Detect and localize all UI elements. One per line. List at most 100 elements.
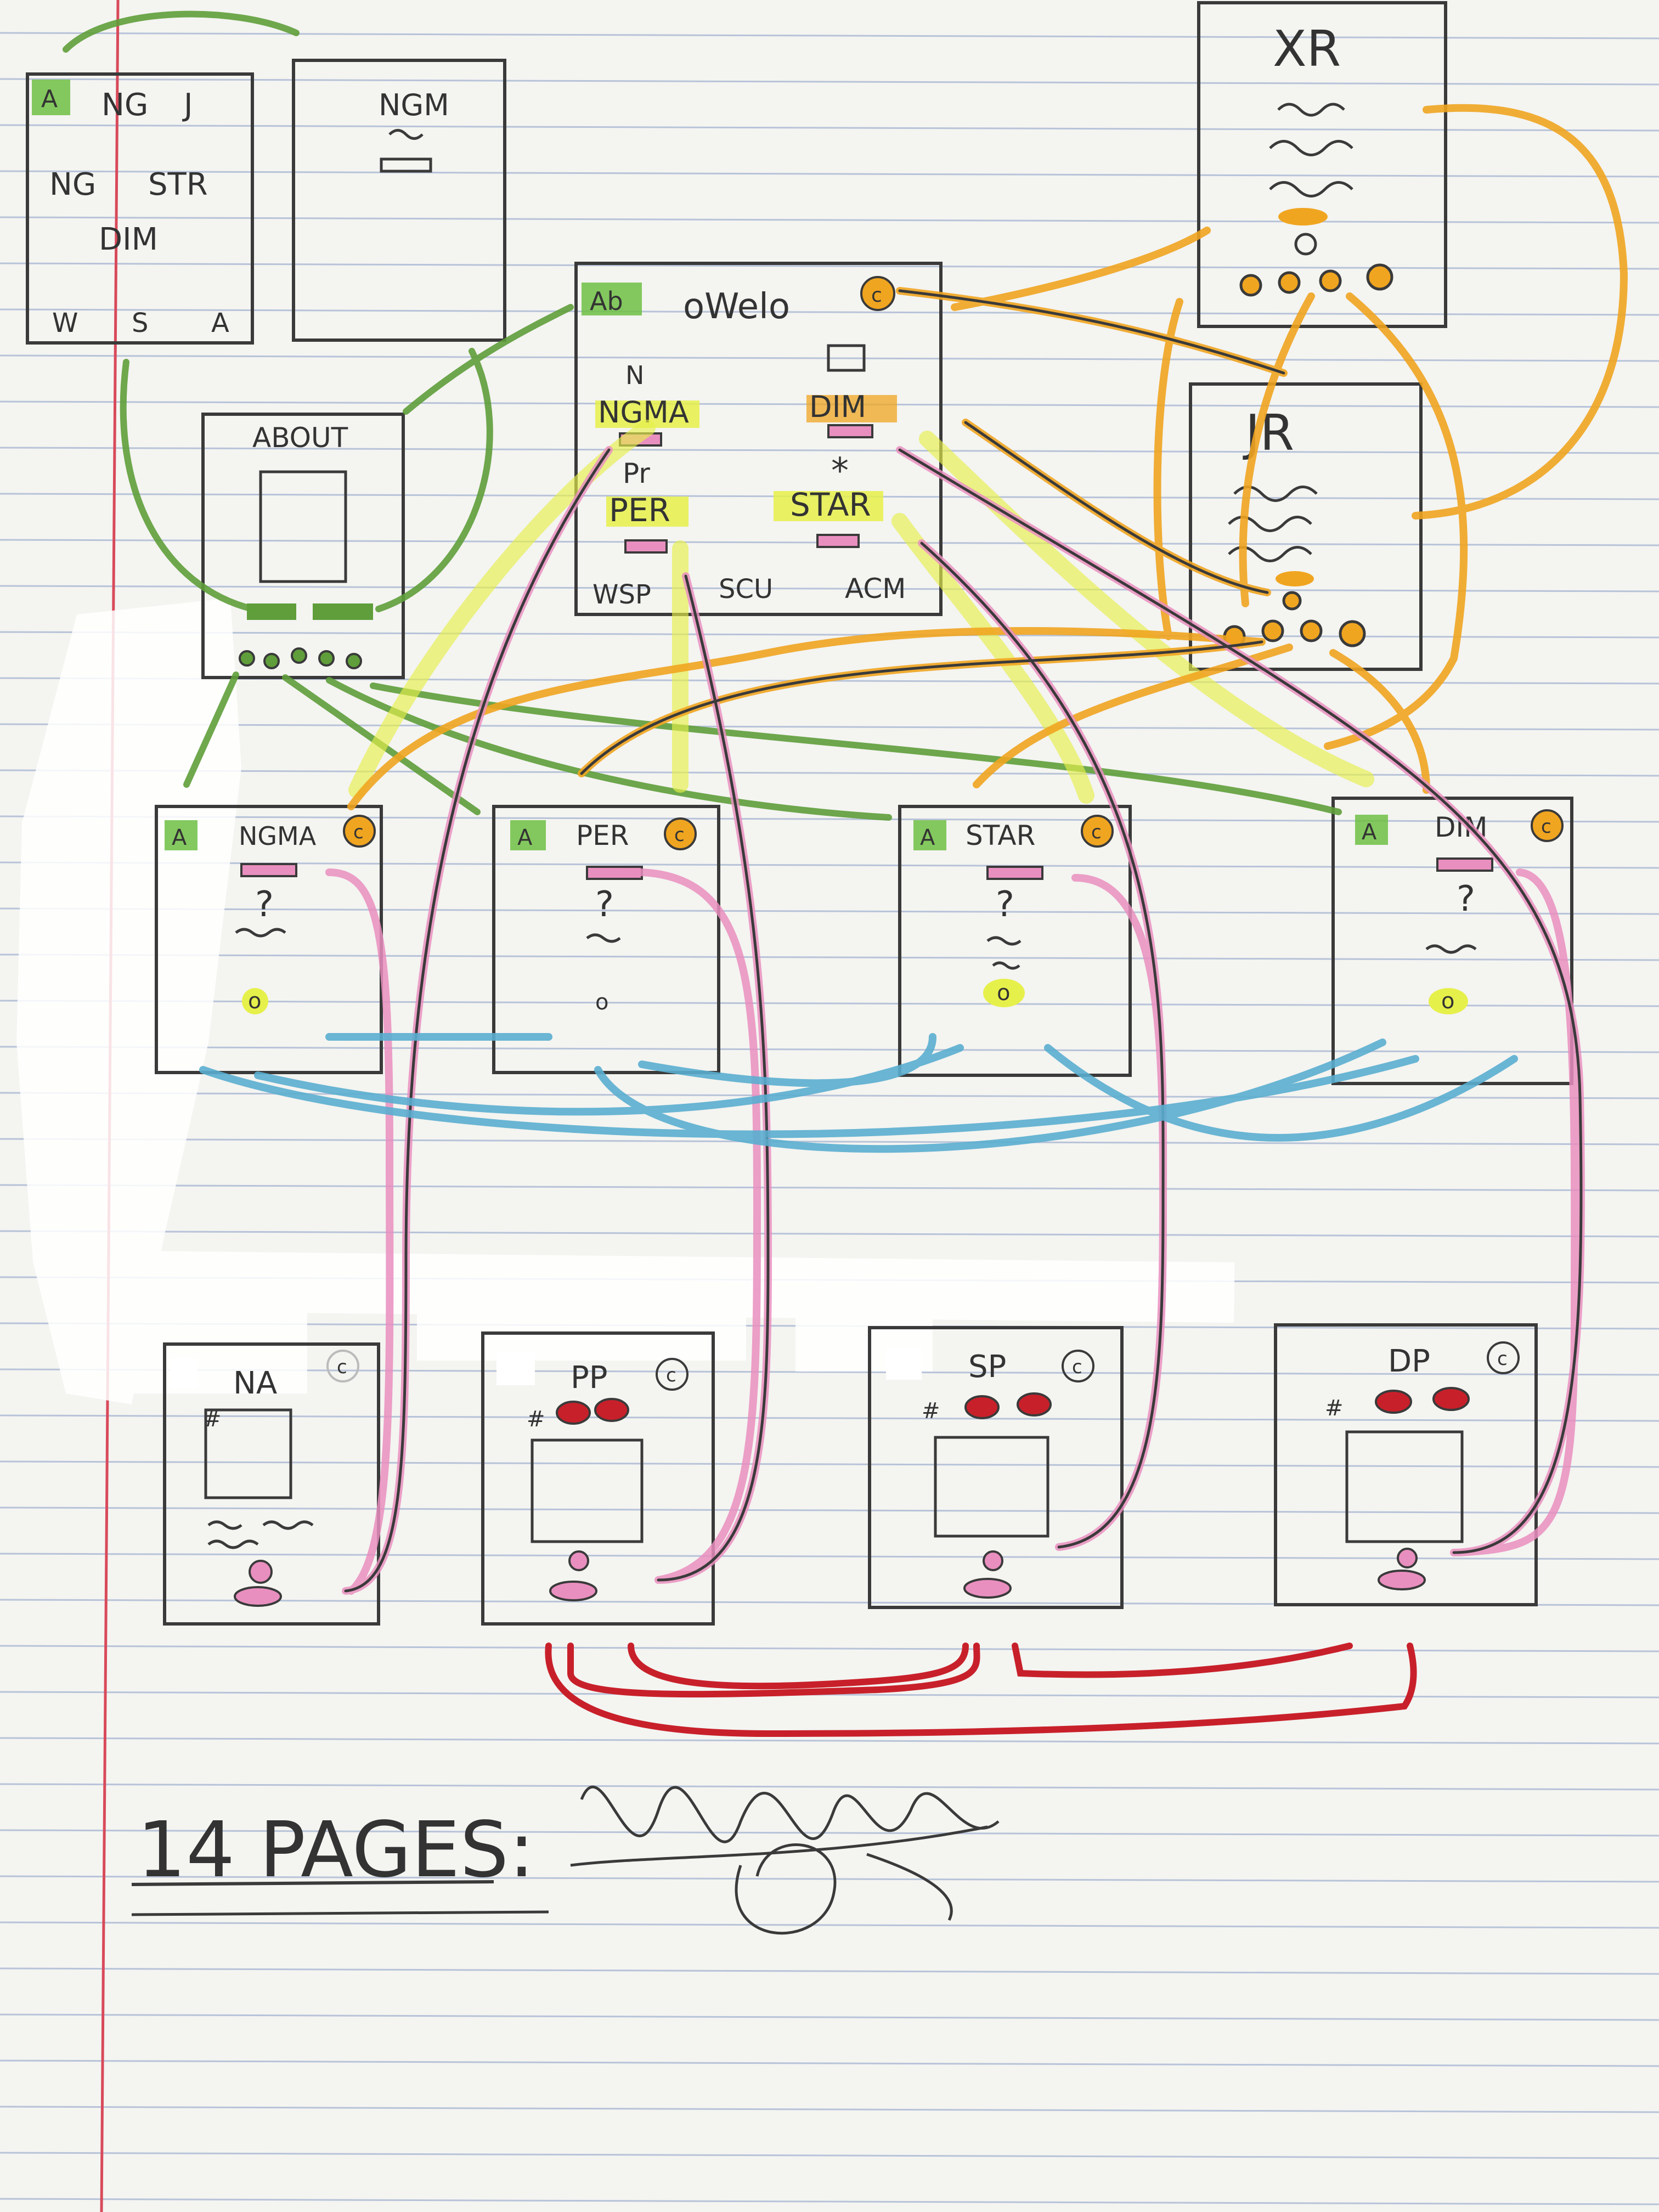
owelo-c-badge: c xyxy=(871,284,882,307)
rule-line xyxy=(0,907,1659,915)
home-j: J xyxy=(182,87,193,123)
bottom-sp-c: c xyxy=(1072,1356,1082,1378)
owelo-per: PER xyxy=(609,492,670,529)
mid-per-c: c xyxy=(674,824,685,846)
mid-ngma-o: o xyxy=(248,989,261,1014)
owelo-badge: Ab xyxy=(590,286,623,316)
rule-line xyxy=(0,1046,1659,1053)
owelo-pr: Pr xyxy=(623,458,650,489)
rule-line xyxy=(0,1921,1659,1929)
rule-line xyxy=(0,1138,1659,1146)
rule-line xyxy=(0,32,1659,40)
rule-line xyxy=(0,1645,1659,1652)
bottom-na-title: NA xyxy=(233,1365,277,1401)
rule-line xyxy=(0,1506,1659,1514)
rule-line xyxy=(0,585,1659,592)
bottom-page-dp: DP c # xyxy=(1274,1323,1538,1606)
about-page: ABOUT xyxy=(201,413,405,679)
rule-line xyxy=(0,1414,1659,1422)
owelo-dim: DIM xyxy=(809,390,866,424)
about-title: ABOUT xyxy=(252,422,348,454)
owelo-page: Ab oWelo c N NGMA DIM Pr * PER STAR WSP … xyxy=(574,262,943,616)
mid-page-per: A PER c ? o xyxy=(492,805,720,1074)
rule-line xyxy=(0,1553,1659,1560)
mid-per-title: PER xyxy=(576,820,629,851)
blue-connectors xyxy=(199,1033,1518,1153)
bottom-dp-hash: # xyxy=(1325,1396,1344,1421)
bottom-sp-title: SP xyxy=(968,1349,1006,1385)
mid-star-c: c xyxy=(1091,821,1102,843)
mid-star-q: ? xyxy=(996,884,1014,925)
rule-line xyxy=(0,2013,1659,2021)
rule-line xyxy=(0,1184,1659,1192)
rule-line xyxy=(0,1875,1659,1883)
bottom-na-c: c xyxy=(337,1356,347,1378)
bottom-dp-title: DP xyxy=(1388,1344,1430,1379)
mid-ngma-q: ? xyxy=(255,884,274,925)
mid-star-badge: A xyxy=(920,825,935,850)
mid-dim-badge: A xyxy=(1362,820,1377,845)
green-connectors xyxy=(63,10,1342,821)
signature xyxy=(570,1785,1000,1935)
rule-line xyxy=(0,1967,1659,1975)
bottom-dp-c: c xyxy=(1497,1348,1508,1370)
rule-line xyxy=(0,1230,1659,1238)
ngm-title: NGM xyxy=(379,88,449,122)
rule-line xyxy=(0,2152,1659,2159)
mid-per-badge: A xyxy=(517,825,533,850)
rule-line xyxy=(0,769,1659,777)
footer-title: 14 PAGES: xyxy=(131,1805,549,1916)
rule-line xyxy=(0,1829,1659,1837)
home-s: S xyxy=(132,308,148,338)
home-dim: DIM xyxy=(99,222,158,257)
mid-dim-q: ? xyxy=(1457,879,1475,919)
bottom-sp-hash: # xyxy=(922,1398,940,1424)
bottom-page-sp: SP c # xyxy=(868,1326,1124,1609)
owelo-scu: SCU xyxy=(719,574,773,605)
mid-ngma-c: c xyxy=(353,821,364,843)
home-page: A NG J NG STR DIM W S A xyxy=(26,72,254,345)
bottom-page-pp: PP c # xyxy=(481,1331,715,1626)
rule-line xyxy=(0,170,1659,178)
home-str: STR xyxy=(148,167,208,202)
bottom-pp-hash: # xyxy=(527,1407,545,1432)
xr-page: XR xyxy=(1197,1,1447,328)
owelo-n-mark: N xyxy=(625,360,644,390)
home-a: A xyxy=(211,308,229,338)
owelo-star-mark: * xyxy=(831,451,849,492)
owelo-acm: ACM xyxy=(845,573,906,605)
home-a-badge: A xyxy=(41,85,58,113)
rule-line xyxy=(0,1691,1659,1699)
rule-line xyxy=(0,631,1659,639)
rule-line xyxy=(0,2106,1659,2113)
pencil-connectors xyxy=(344,289,1583,1593)
bottom-page-na: NA c # xyxy=(163,1342,380,1626)
page-count-title: 14 PAGES: xyxy=(137,1805,534,1895)
mid-dim-c: c xyxy=(1541,816,1551,838)
bottom-pp-title: PP xyxy=(571,1360,608,1396)
home-ng-2: NG xyxy=(49,167,96,202)
rule-line xyxy=(0,2059,1659,2067)
mid-per-o: o xyxy=(595,990,608,1015)
ngm-page: NGM xyxy=(292,59,506,342)
owelo-star: STAR xyxy=(790,486,871,523)
bottom-pp-c: c xyxy=(666,1364,676,1386)
xr-title: XR xyxy=(1273,20,1341,78)
owelo-title: oWelo xyxy=(683,286,790,327)
rule-line xyxy=(0,78,1659,86)
rule-line xyxy=(0,1737,1659,1745)
rule-line xyxy=(0,1460,1659,1468)
rule-line xyxy=(0,1000,1659,1007)
red-connectors xyxy=(545,1643,1417,1737)
mid-dim-o: o xyxy=(1441,989,1454,1014)
mid-ngma-title: NGMA xyxy=(239,821,317,851)
mid-star-o: o xyxy=(997,980,1010,1006)
rule-line xyxy=(0,308,1659,316)
mid-star-title: STAR xyxy=(966,820,1035,851)
rule-line xyxy=(0,124,1659,132)
mid-per-q: ? xyxy=(595,884,614,925)
owelo-wsp: WSP xyxy=(592,579,651,610)
mid-page-star: A STAR c ? o xyxy=(898,805,1132,1077)
rule-line xyxy=(0,953,1659,961)
